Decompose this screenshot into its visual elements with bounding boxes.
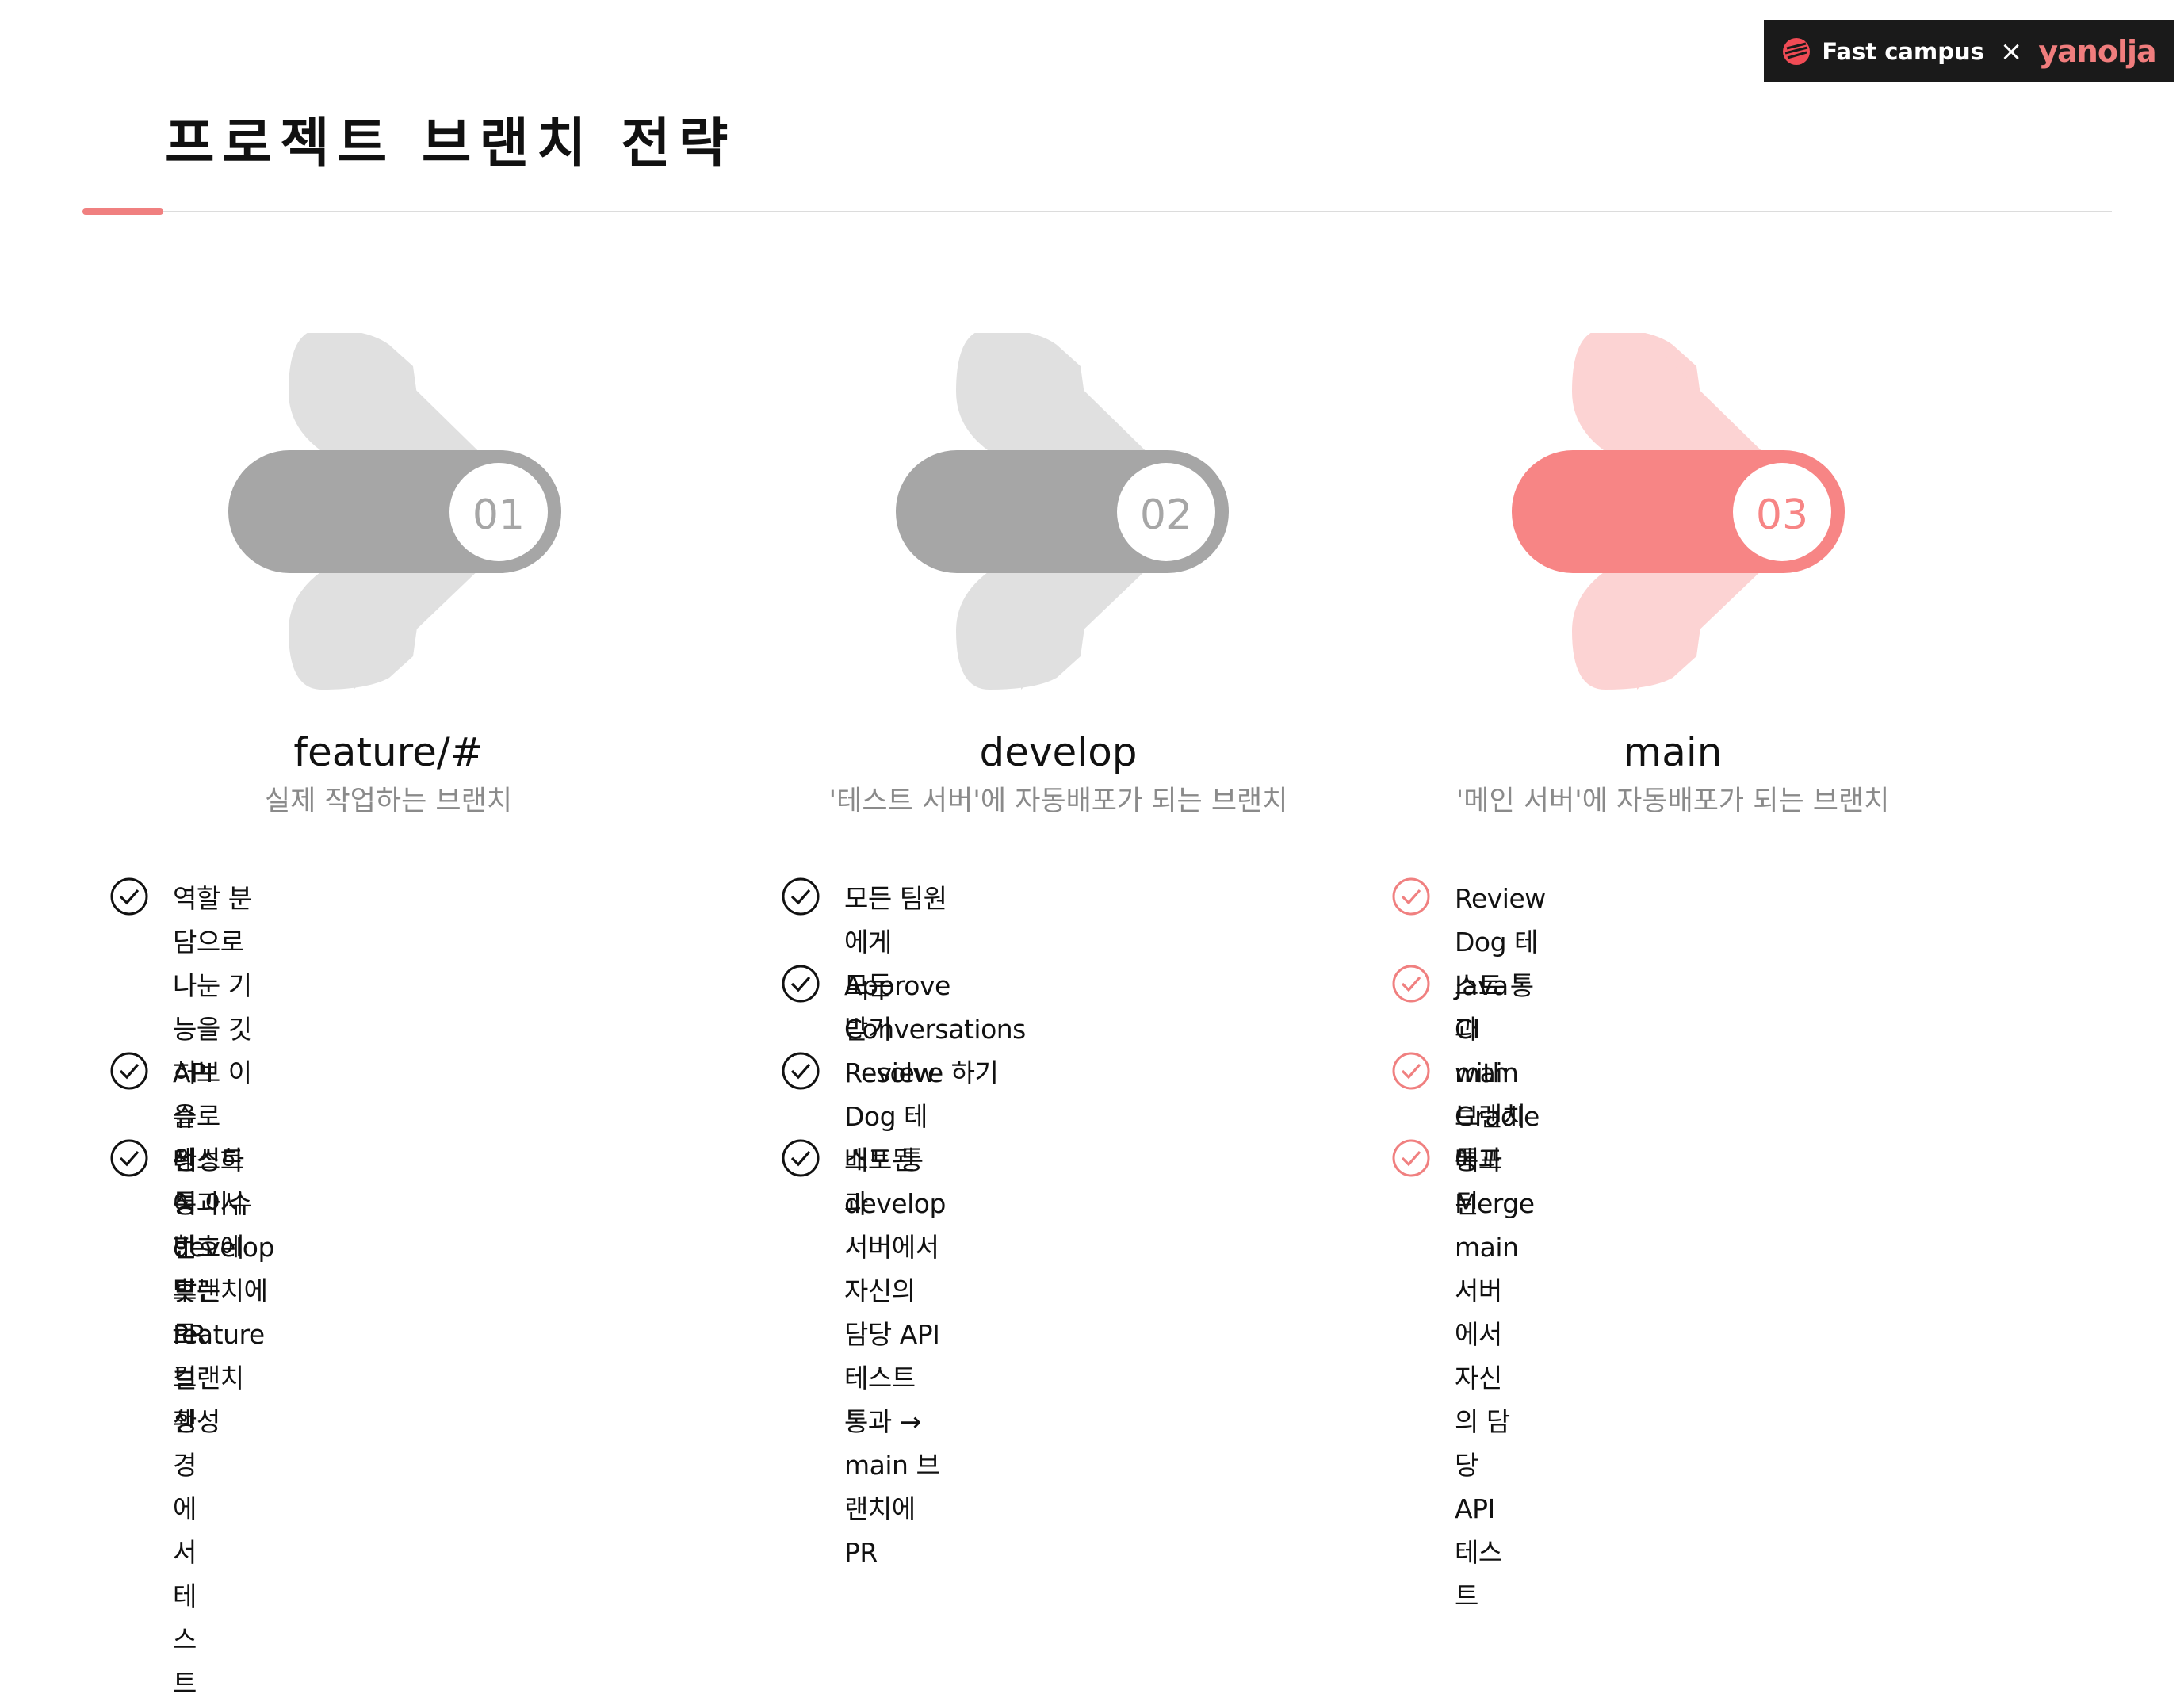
checklist-text: 모든 Conversations Resolve 하기 <box>844 964 1026 1095</box>
branch-subtitle: '테스트 서버'에 자동배포가 되는 브랜치 <box>828 786 1288 817</box>
check-circle-icon <box>110 1139 148 1177</box>
checklist-text: 배포된 develop 서버에서 자신의 담당 API 테스트 통과 → mai… <box>844 1138 946 1574</box>
checklist-item: Java CI with Gradle 통과 <box>1391 964 1540 1182</box>
branch-number: 02 <box>1139 491 1193 539</box>
branch-name: main <box>1623 729 1723 775</box>
fastcampus-logo-icon <box>1783 37 1811 65</box>
checklist-text: Review Dog 테스트 통과 <box>1455 877 1546 1051</box>
check-circle-icon <box>110 877 148 916</box>
arrow-number-circle <box>1117 463 1215 561</box>
branch-number: 03 <box>1755 491 1809 539</box>
checklist-item: Review Dog 테스트 통과 <box>1391 877 1546 1051</box>
checklist-item: 배포된 develop 서버에서 자신의 담당 API 테스트 통과 → mai… <box>781 1138 946 1574</box>
title-accent-bar <box>82 208 163 215</box>
checklist-line: 배포된 main 서버에서 자신의 담당 API 테스트 <box>1455 1145 1519 1611</box>
checklist-item: 모든 Conversations Resolve 하기 <box>781 964 1026 1095</box>
checklist-item: 모든 팀원에게 Approve 받기 <box>781 877 950 1051</box>
checklist-line: 모든 Conversations Resolve 하기 <box>844 970 1026 1088</box>
checklist-line: main 브랜치에 Merge <box>1455 1057 1535 1219</box>
checklist-text: main 브랜치에 Merge <box>1455 1051 1535 1225</box>
arrow-number-circle <box>1733 463 1831 561</box>
branch-subtitle: '메인 서버'에 자동배포가 되는 브랜치 <box>1455 786 1890 817</box>
check-circle-icon <box>782 1139 820 1177</box>
checklist-line: Review Dog 테스트 통과 <box>844 1057 935 1219</box>
check-circle-icon <box>782 877 820 916</box>
checklist-line: Java CI with Gradle 통과 <box>1455 970 1540 1176</box>
check-circle-icon <box>782 1052 820 1090</box>
arrow-badge-icon <box>1512 333 1845 690</box>
branch-subtitle: 실제 작업하는 브랜치 <box>264 786 513 817</box>
checklist-item: 테스트 통과시 develop 브랜치에 PR <box>109 1138 274 1356</box>
checklist-text: 테스트 통과시 develop 브랜치에 PR <box>173 1138 274 1356</box>
page-title: 프로젝트 브랜치 전략 <box>165 113 736 175</box>
checklist-line: 배포된 develop 서버에서 자신의 담당 API <box>844 1145 946 1350</box>
arrow-badge-icon <box>896 333 1229 690</box>
arrow-number-circle <box>449 463 548 561</box>
branch-column-feature: 01 feature/# 실제 작업하는 브랜치 역할 분담으로 나눈 기능을 … <box>48 333 729 1699</box>
brand-bar: Fast campus × yanolja <box>1764 20 2174 82</box>
title-divider <box>82 211 2112 212</box>
checklist-text: Java CI with Gradle 통과 <box>1455 964 1540 1182</box>
check-circle-icon <box>782 965 820 1003</box>
branch-number: 01 <box>472 491 526 539</box>
yanolja-wordmark: yanolja <box>2038 33 2156 69</box>
checklist-line: 테스트 통과 → main 브랜치에 PR <box>844 1363 940 1568</box>
fastcampus-wordmark: Fast campus <box>1822 37 1984 65</box>
check-circle-icon <box>1392 1052 1430 1090</box>
checklist-text: 모든 팀원에게 Approve 받기 <box>844 877 950 1051</box>
checklist-line: 모든 팀원에게 Approve 받기 <box>844 883 950 1045</box>
check-circle-icon <box>110 1052 148 1090</box>
check-circle-icon <box>1392 965 1430 1003</box>
checklist-item: Review Dog 테스트 통과 <box>781 1051 935 1225</box>
checklist-line: 테스트 통과시 develop 브랜치에 PR <box>173 1145 274 1350</box>
arrow-badge-icon <box>228 333 561 690</box>
branch-column-main: 03 main '메인 서버'에 자동배포가 되는 브랜치 Review Dog… <box>1332 333 2014 1611</box>
branch-column-develop: 02 develop '테스트 서버'에 자동배포가 되는 브랜치 모든 팀원에… <box>717 333 1399 1568</box>
check-circle-icon <box>1392 1139 1430 1177</box>
checklist-item: 배포된 main 서버에서 자신의 담당 API 테스트 <box>1391 1138 1519 1618</box>
checklist-text: Review Dog 테스트 통과 <box>844 1051 935 1225</box>
checklist-item: main 브랜치에 Merge <box>1391 1051 1535 1225</box>
check-circle-icon <box>1392 877 1430 916</box>
collab-x-icon: × <box>1999 35 2023 67</box>
checklist-line: 역할 분담으로 나눈 기능을 깃 허브 이슈로 <box>173 883 252 1132</box>
branch-name: develop <box>979 729 1138 775</box>
branch-name: feature/# <box>293 729 484 775</box>
checklist-line: Review Dog 테스트 통과 <box>1455 883 1546 1045</box>
checklist-text: 배포된 main 서버에서 자신의 담당 API 테스트 <box>1455 1138 1519 1618</box>
